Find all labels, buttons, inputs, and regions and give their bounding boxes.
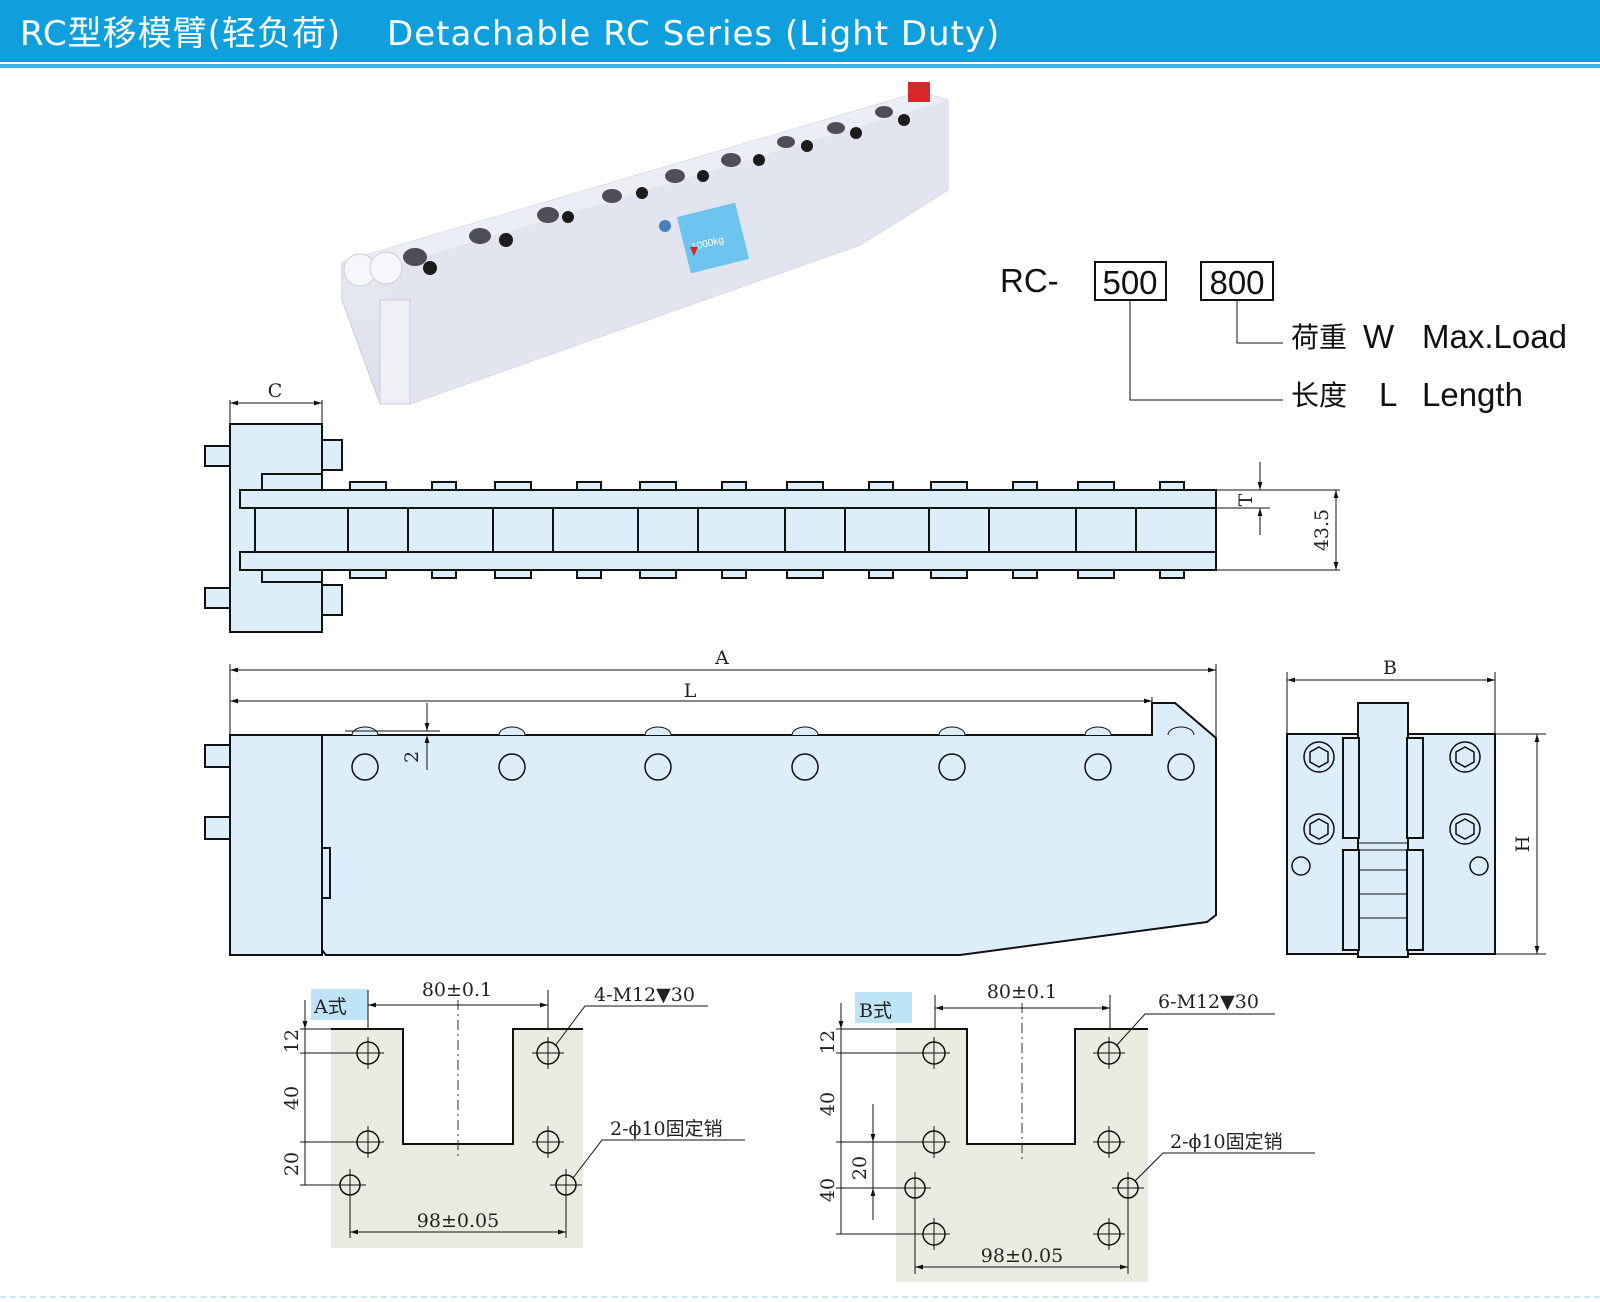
plate-a-pin-callout: 2-ϕ10固定销 (610, 1118, 723, 1140)
roller-block (721, 481, 747, 491)
product-photo: 1000kg (341, 82, 949, 405)
roller-block (576, 481, 602, 491)
roller-block (639, 569, 677, 579)
plate-b-label: B式 (859, 1000, 892, 1022)
roller-block (431, 569, 457, 579)
roller-block (930, 481, 968, 491)
roller-block (349, 481, 387, 491)
dim-t-label: T (1235, 493, 1257, 506)
dim-c-label: C (268, 380, 283, 402)
roller-block (928, 507, 990, 553)
side-view: A L 2 (204, 647, 1217, 956)
roller-block (721, 569, 747, 579)
title-english: Detachable RC Series (Light Duty) (387, 14, 1001, 54)
roller-hole (498, 753, 526, 781)
roller-block (494, 569, 532, 579)
roller-top (938, 726, 966, 736)
plate-b-thread-callout: 6-M12▼30 (1158, 991, 1259, 1013)
roller-block (1159, 481, 1185, 491)
length-label-en: Length (1422, 376, 1523, 413)
plate-b-pin-callout: 2-ϕ10固定销 (1170, 1131, 1283, 1153)
plate-b-slot-width: 80±0.1 (987, 981, 1057, 1003)
roller-block (431, 481, 457, 491)
dim-offset-label: 2 (401, 751, 423, 763)
roller-block (347, 507, 409, 553)
roller-block (1075, 507, 1137, 553)
roller-hole (1167, 753, 1195, 781)
length-label-cn: 长度 (1291, 379, 1347, 412)
roller-top (791, 726, 819, 736)
roller-block (492, 507, 554, 553)
roller-block (786, 569, 824, 579)
length-symbol: L (1379, 376, 1397, 413)
roller-block (349, 569, 387, 579)
roller-block (786, 481, 824, 491)
load-symbol: W (1363, 318, 1395, 355)
plate-b-dim-4: 40 (817, 1178, 839, 1202)
roller-block (868, 481, 894, 491)
end-view: B H (1286, 657, 1546, 958)
roller-top (644, 726, 672, 736)
plate-b-dim-1: 12 (817, 1030, 839, 1054)
top-view: C T 43.5 (204, 380, 1340, 633)
roller-hole (938, 753, 966, 781)
roller-block (1077, 481, 1115, 491)
roller-hole (1084, 753, 1112, 781)
roller-block (930, 569, 968, 579)
plate-a-thread-callout: 4-M12▼30 (594, 984, 695, 1006)
model-code-prefix: RC- (1000, 262, 1059, 299)
plate-b-pin-spacing: 98±0.05 (981, 1245, 1063, 1267)
dim-h-label: H (1512, 836, 1534, 853)
roller-block (1012, 569, 1038, 579)
plate-a-label: A式 (313, 996, 347, 1018)
plate-a-dim-2: 40 (281, 1086, 303, 1110)
title-bar-underline (0, 64, 1600, 68)
dim-b-label: B (1383, 657, 1397, 679)
plate-a-view: A式 80±0.1 12 40 20 (281, 979, 745, 1248)
title-chinese: RC型移模臂(轻负荷) (20, 14, 342, 54)
roller-hole (351, 753, 379, 781)
plate-a-pin-spacing: 98±0.05 (417, 1210, 499, 1232)
roller-hole (791, 753, 819, 781)
roller-block (637, 507, 699, 553)
roller-top (498, 726, 526, 736)
roller-block (1077, 569, 1115, 579)
dim-height-label: 43.5 (1311, 509, 1333, 551)
roller-top (1167, 726, 1195, 736)
plate-a-dim-3: 20 (281, 1152, 303, 1176)
roller-hole (644, 753, 672, 781)
length-code: 500 (1102, 264, 1157, 301)
roller-block (868, 569, 894, 579)
plate-a-dim-1: 12 (281, 1029, 303, 1053)
roller-top (1084, 726, 1112, 736)
page-title: RC型移模臂(轻负荷) Detachable RC Series (Light … (20, 6, 1000, 55)
plate-b-tag (855, 992, 912, 1023)
model-code: RC- 500 800 荷重 W Max.Load 长度 L Length (1000, 261, 1567, 413)
plate-b-view: B式 80±0.1 (817, 981, 1315, 1282)
load-code: 800 (1209, 264, 1264, 301)
plate-b-dim-3: 20 (849, 1156, 871, 1180)
roller-block (1012, 481, 1038, 491)
plate-b-dim-2: 40 (817, 1092, 839, 1116)
roller-block (494, 481, 532, 491)
title-bar (0, 0, 1600, 62)
dim-a-label: A (714, 647, 729, 669)
plate-a-slot-width: 80±0.1 (422, 979, 492, 1001)
roller-block (784, 507, 846, 553)
roller-block (1159, 569, 1185, 579)
load-label-en: Max.Load (1422, 318, 1567, 355)
bottom-divider (0, 1296, 1600, 1298)
dim-l-label: L (684, 680, 697, 702)
load-label-cn: 荷重 (1291, 321, 1347, 354)
roller-block (576, 569, 602, 579)
roller-block (639, 481, 677, 491)
plate-a-tag (311, 989, 368, 1020)
